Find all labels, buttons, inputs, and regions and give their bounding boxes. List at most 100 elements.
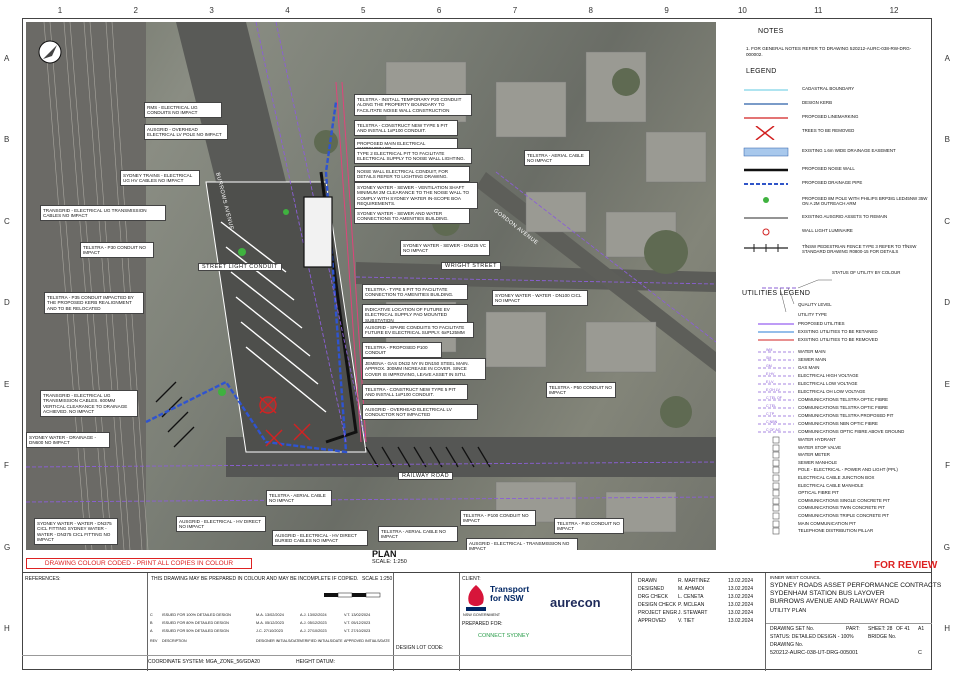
legend-symbol <box>740 194 792 206</box>
partner-name: CONNECT SYDNEY <box>478 633 530 639</box>
title-block: REFERENCES: THIS DRAWING MAY BE PREPARED… <box>22 572 941 671</box>
staff-name: J. STEWART <box>678 610 708 616</box>
map-note: TELSTRA - P30 CONDUIT NO IMPACT <box>80 242 154 259</box>
scale-bar <box>324 592 381 598</box>
map-note: TELSTRA - AERIAL CABLE NO IMPACT <box>524 150 590 167</box>
utility-symbol-row: ELECTRICAL CABLE MANHOLE <box>738 482 932 490</box>
drawing-set-label: DRAWING SET No. <box>770 626 815 632</box>
utility-type-line: C TEL OF <box>758 396 798 404</box>
legend-symbol <box>740 84 792 96</box>
utility-symbol-icon <box>758 474 798 482</box>
utility-symbol-icon <box>758 512 798 520</box>
aerial-plan-view[interactable]: BURROWS AVENUE WRIGHT STREET RAILWAY ROA… <box>26 22 716 550</box>
legend-symbol <box>740 98 792 110</box>
legend-symbol <box>740 226 792 238</box>
nsw-government-text: NSW GOVERNMENT <box>463 613 501 617</box>
map-note: TYPE 2 ELECTRICAL PIT TO FACILITATE ELEC… <box>354 148 472 165</box>
tb-lot-code: DESIGN LOT CODE: <box>394 573 460 671</box>
utility-symbol-label: MAIN COMMUNICATION PIT <box>798 520 856 526</box>
utility-symbol-label: ELECTRICAL CABLE MANHOLE <box>798 482 864 488</box>
legend-symbol <box>740 178 792 190</box>
staff-role: DRAWN <box>638 578 657 584</box>
client-label: CLIENT: <box>462 576 481 582</box>
legend-panel: NOTES 1. FOR GENERAL NOTES REFER TO DRAW… <box>738 22 932 562</box>
staff-date: 13.02.2024 <box>728 602 754 608</box>
sheet-title: UTILITY PLAN <box>770 608 807 614</box>
grid-row-ref: D <box>944 298 950 308</box>
legend-item: TREES TO BE REMOVED <box>738 125 932 141</box>
utility-symbol-icon <box>758 497 798 505</box>
colour-disclaimer: THIS DRAWING MAY BE PREPARED IN COLOUR A… <box>151 576 359 582</box>
utility-type-line: C TP <box>758 412 798 420</box>
proposed-utilities <box>335 81 367 443</box>
pedestrian-fence-hatch <box>155 381 491 468</box>
road-label-wright-street: WRIGHT STREET <box>441 262 501 270</box>
staff-role: PROJECT ENGR <box>638 610 678 616</box>
revision-cell: V.T. 27/10/2023 <box>344 629 371 633</box>
grid-column-ref: 5 <box>361 6 366 15</box>
utility-type-label: SEWER MAIN <box>798 357 827 362</box>
general-note: 1. FOR GENERAL NOTES REFER TO DRAWING 52… <box>746 46 912 57</box>
utility-type-label: WATER MAIN <box>798 349 826 354</box>
map-note: SYDNEY WATER - SEWER - DN225 VC NO IMPAC… <box>400 240 490 257</box>
proposed-linemarking <box>220 221 327 413</box>
utility-type-line: C NBN <box>758 420 798 428</box>
part-label: PART: <box>846 626 860 632</box>
map-note: SYDNEY WATER - WATER - DN375 CICL FITTIN… <box>34 518 118 546</box>
grid-column-ref: 2 <box>133 6 138 15</box>
trees-to-be-removed <box>259 396 311 447</box>
street-light-conduit-label: STREET LIGHT CONDUIT <box>198 263 282 271</box>
staff-role: DESIGNED <box>638 586 665 592</box>
utility-symbol-row: WATER HYDRANT <box>738 436 932 444</box>
staff-name: L. CENETA <box>678 594 704 600</box>
tb-references: REFERENCES: <box>22 573 148 671</box>
legend-label: TfNSW PEDESTRIAN FENCE TYPE 3 REFER TO T… <box>802 244 917 254</box>
utility-symbol-icon <box>758 504 798 512</box>
grid-row-ref: E <box>4 379 10 389</box>
revision-cell: ISSUED FOR 80% DETAILED DESIGN <box>162 621 229 625</box>
references-label: REFERENCES: <box>25 576 61 582</box>
legend-symbol <box>740 125 792 141</box>
utility-symbol-label: COMMUNICATIONS TRIPLE CONCRETE PIT <box>798 513 890 518</box>
utility-symbol-icon <box>758 466 798 474</box>
legend-symbol <box>740 146 792 158</box>
utility-type-line: C TEL <box>758 404 798 412</box>
utility-type-line: SM <box>758 356 798 364</box>
grid-column-ref: 3 <box>209 6 214 15</box>
rail-tracks <box>43 22 149 550</box>
utility-type-label: ELECTRICAL OH LOW VOLTAGE <box>798 389 866 394</box>
grid-row-ref: C <box>4 216 10 226</box>
utility-type-label: COMMUNICATIONS TELSTRA PROPOSED PIT <box>798 413 894 418</box>
grid-column-ref: 12 <box>889 6 899 15</box>
drawing-revision: C <box>918 650 922 656</box>
utility-symbol-label: WATER METER <box>798 452 830 458</box>
utility-type-code: C TEL OF <box>766 396 782 400</box>
grid-column-ref: 7 <box>512 6 518 15</box>
notes-heading: NOTES <box>758 28 784 35</box>
map-note: AUSGRID - SPARE CONDUITS TO FACILITATE F… <box>362 322 474 339</box>
plan-scale: SCALE: 1:250 <box>372 559 407 565</box>
map-note: TELSTRA - PROPOSED P100 CONDUIT <box>362 342 442 359</box>
utility-status-row: EXISTING UTILITIES TO BE RETAINED <box>738 328 932 336</box>
map-note: RMS - ELECTRICAL UG CONDUITS NO IMPACT <box>144 102 222 119</box>
revision-header: REV <box>150 639 158 643</box>
tb-project: INNER WEST COUNCIL SYDNEY ROADS ASSET PE… <box>766 573 941 671</box>
utility-type-label: ELECTRICAL LOW VOLTAGE <box>798 381 858 386</box>
staff-role: APPROVED <box>638 618 666 624</box>
legend-heading: LEGEND <box>746 68 777 75</box>
legend-item: PROPOSED NOISE WALL <box>738 164 932 176</box>
utility-type-code: E HV <box>766 372 775 376</box>
map-note: TELSTRA - P100 CONDUIT NO IMPACT <box>460 510 536 527</box>
project-line-2: SYDENHAM STATION BUS LAYOVER <box>770 590 885 597</box>
coordinate-system: COORDINATE SYSTEM: MGA_ZONE_56/GDA20 <box>148 659 260 665</box>
utility-callout-quality: QUALITY LEVEL <box>798 302 832 307</box>
legend-symbol <box>740 112 792 124</box>
map-note: TRANSGRID - ELECTRICAL UG TRANSMISSION C… <box>40 205 166 222</box>
utility-symbol-icon <box>758 436 798 444</box>
map-note: SYDNEY WATER - SEWER - VENTILATION SHAFT… <box>354 182 478 210</box>
grid-row-ref: E <box>944 379 950 389</box>
utility-symbol-icon <box>758 444 798 452</box>
revision-cell: V.T. 05/12/2023 <box>344 621 371 625</box>
